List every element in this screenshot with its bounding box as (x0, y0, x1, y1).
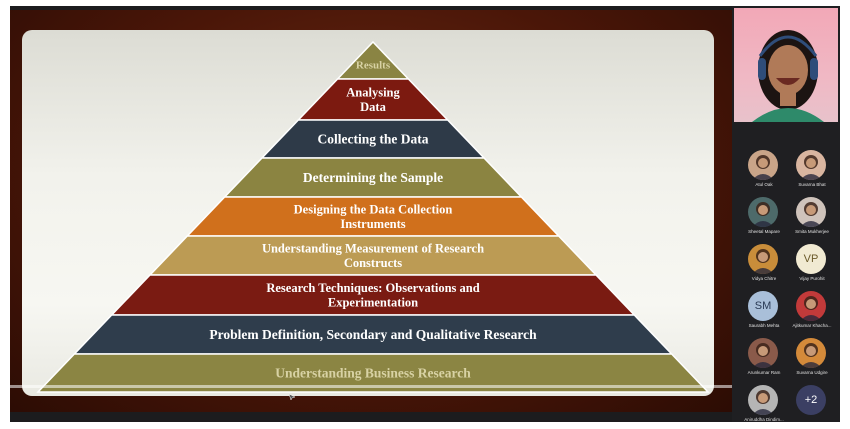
more-participants-tile[interactable]: +2 (788, 383, 836, 429)
participant-avatar (748, 150, 778, 180)
participant-name: Smita Mukherjee (795, 229, 829, 234)
pyramid-level-9 (36, 353, 710, 393)
participant-tile[interactable]: Aniruddha Dindim... (740, 383, 788, 429)
participant-avatar (748, 244, 778, 274)
participant-name: Atul Oak (755, 182, 773, 187)
pyramid-level-2-label: Data (360, 100, 386, 114)
participant-name: Ajitkumar Khacha... (792, 323, 832, 328)
presenter-figure (752, 30, 824, 122)
participant-name: Sheetal Mapare (748, 229, 780, 234)
pyramid-level-7-label: Experimentation (328, 296, 418, 310)
pyramid-level-9-label: Understanding Business Research (275, 366, 471, 381)
participant-avatar (748, 197, 778, 227)
pyramid-level-6-label: Understanding Measurement of Research (262, 242, 484, 256)
participant-name: Aniruddha Dindim... (744, 417, 784, 422)
participant-tile[interactable]: Atul Oak (740, 148, 788, 194)
participant-avatar (748, 385, 778, 415)
participant-tile[interactable]: SM Saurabh Mehta (740, 289, 788, 335)
pyramid-level-1-label: Results (356, 59, 391, 71)
participant-name: Arunkumar Ram (747, 370, 781, 375)
participant-tile[interactable]: Smita Mukherjee (788, 195, 836, 241)
participant-name: Vidya Chitre (751, 276, 777, 281)
participant-name: Suvarna Udgire (796, 370, 828, 375)
pyramid-level-3-label: Collecting the Data (318, 132, 429, 147)
participant-tile[interactable]: VP Vijay Purohit (788, 242, 836, 288)
pyramid-level-4-label: Determining the Sample (303, 170, 443, 185)
participant-tile[interactable]: Vidya Chitre (740, 242, 788, 288)
participant-avatar (796, 197, 826, 227)
mouse-cursor (288, 393, 296, 401)
participant-avatar (796, 338, 826, 368)
participant-name: Vijay Purohit (799, 276, 825, 281)
participant-name: Suvarna Bhat (798, 182, 826, 187)
presenter-video (734, 8, 838, 122)
participant-name: Saurabh Mehta (748, 323, 780, 328)
video-progress-line (10, 385, 732, 388)
participant-avatar (748, 338, 778, 368)
participant-tile[interactable]: Arunkumar Ram (740, 336, 788, 382)
more-participants-badge: +2 (796, 385, 826, 415)
participant-avatar (796, 291, 826, 321)
participant-avatar (796, 150, 826, 180)
pyramid-level-2-label: Analysing (346, 86, 400, 100)
pyramid-level-8-label: Problem Definition, Secondary and Qualit… (209, 327, 537, 342)
pyramid-level-6-label: Constructs (344, 256, 402, 270)
participant-tile[interactable]: Ajitkumar Khacha... (788, 289, 836, 335)
participant-tile[interactable]: Suvarna Bhat (788, 148, 836, 194)
participant-avatar: VP (796, 244, 826, 274)
participant-avatar: SM (748, 291, 778, 321)
pyramid-level-5-label: Instruments (340, 217, 405, 231)
pyramid-level-5-label: Designing the Data Collection (294, 203, 453, 217)
pyramid-level-7-label: Research Techniques: Observations and (266, 281, 479, 295)
participant-tile[interactable]: Sheetal Mapare (740, 195, 788, 241)
participant-tile[interactable]: Suvarna Udgire (788, 336, 836, 382)
